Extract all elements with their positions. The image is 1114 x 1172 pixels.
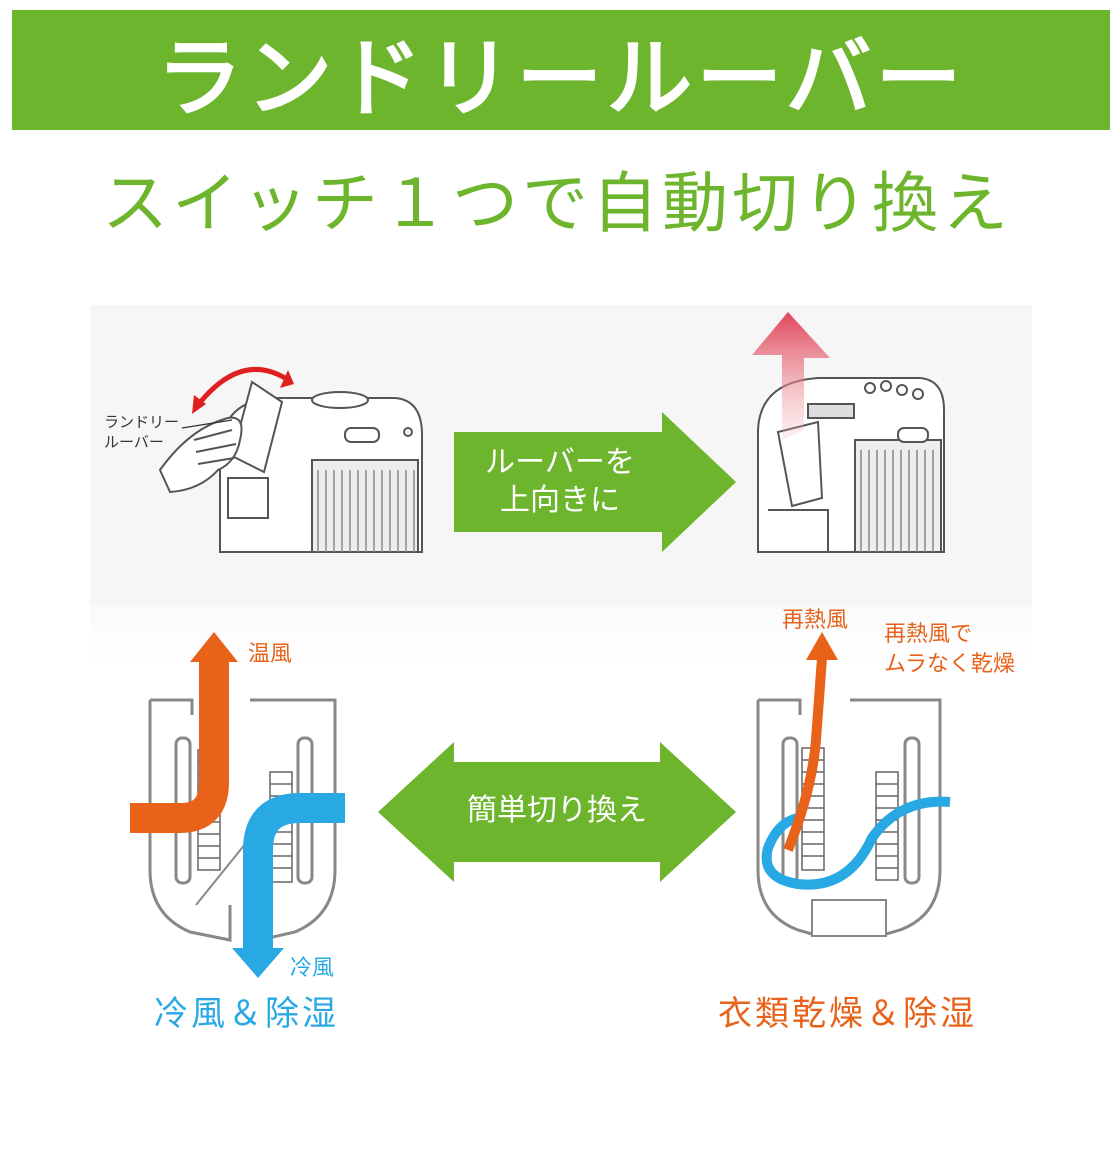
cool-air-flow-icon bbox=[243, 793, 345, 948]
swing-arrow-head-right-icon bbox=[280, 370, 294, 388]
top-arrow-line2: 上向きに bbox=[500, 483, 620, 518]
louver-callout-line1: ランドリー bbox=[104, 413, 180, 431]
swing-arrow-icon bbox=[196, 367, 287, 407]
middle-arrow-label: 簡単切り換え bbox=[467, 793, 647, 828]
circulating-air-flow-icon bbox=[761, 796, 951, 890]
left-caption: 冷風＆除湿 bbox=[154, 994, 339, 1034]
double-arrow-icon bbox=[378, 742, 736, 882]
panel-fade bbox=[90, 605, 1032, 665]
top-arrow-label: ルーバーを 上向きに bbox=[460, 444, 660, 520]
dehumidifier-left-illustration bbox=[158, 380, 423, 553]
reheat-note-line2: ムラなく乾燥 bbox=[884, 652, 1015, 677]
top-arrow-line1: ルーバーを bbox=[485, 445, 635, 480]
warm-air-label: 温風 bbox=[248, 642, 293, 667]
louver-callout-label: ランドリー ルーバー bbox=[104, 412, 179, 452]
callout-line bbox=[181, 419, 233, 429]
reheat-air-label: 再熱風 bbox=[782, 608, 849, 633]
cool-air-arrowhead-icon bbox=[232, 948, 284, 978]
dehumidifier-right-illustration bbox=[757, 377, 945, 553]
warm-air-arrowhead-icon bbox=[190, 632, 238, 662]
reheat-arrowhead-icon bbox=[806, 632, 838, 660]
page-title: ランドリールーバー bbox=[156, 28, 966, 129]
warm-air-flow-icon bbox=[130, 660, 229, 833]
reheat-note-line1: 再熱風で bbox=[884, 622, 973, 647]
reheat-note: 再熱風で ムラなく乾燥 bbox=[884, 620, 1015, 680]
louver-callout-line2: ルーバー bbox=[104, 433, 164, 451]
reheat-air-flow-icon bbox=[783, 657, 827, 852]
upward-airflow-arrow-icon bbox=[752, 312, 830, 440]
swing-arrow-head-left-icon bbox=[192, 395, 206, 414]
subtitle: スイッチ１つで自動切り換え bbox=[102, 165, 1012, 242]
right-caption: 衣類乾燥＆除湿 bbox=[718, 994, 977, 1034]
right-arrow-icon bbox=[454, 412, 736, 552]
cool-air-label: 冷風 bbox=[290, 956, 335, 981]
title-banner: ランドリールーバー bbox=[12, 10, 1110, 130]
